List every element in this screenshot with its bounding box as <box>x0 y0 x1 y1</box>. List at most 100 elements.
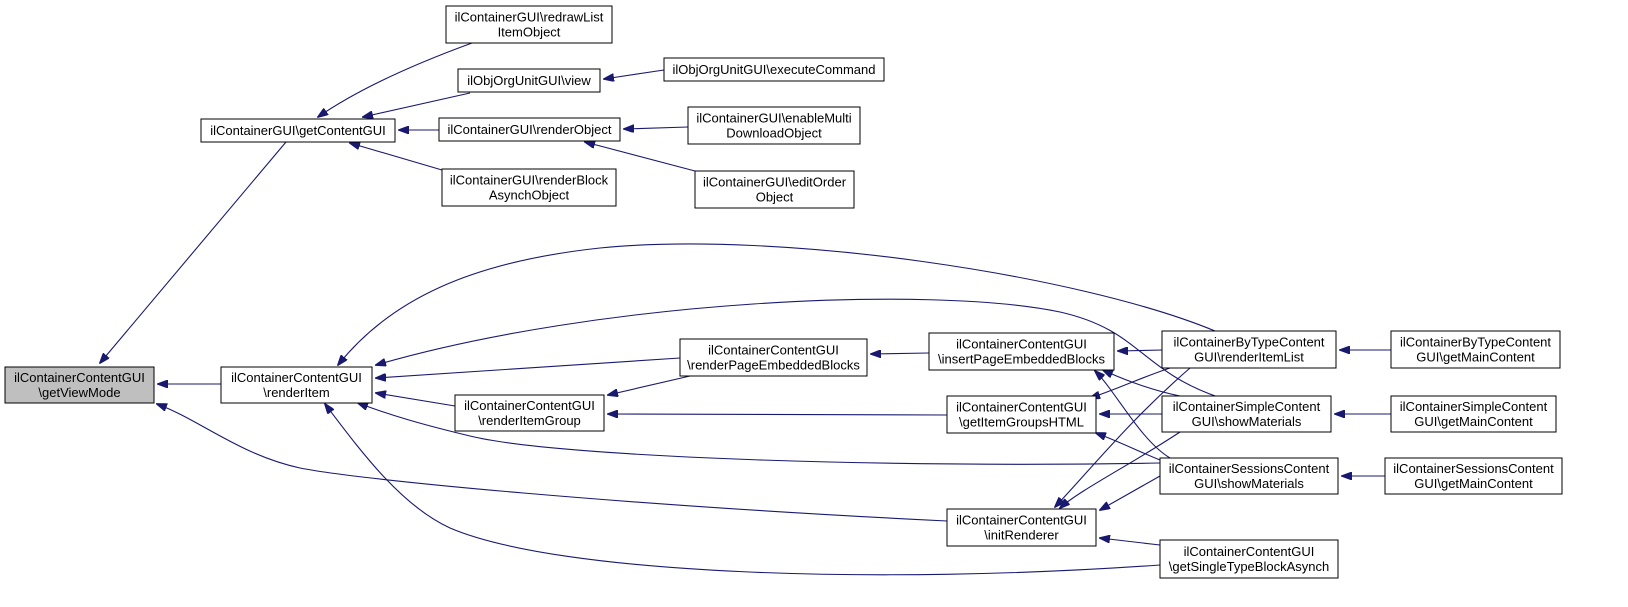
edge-executeCommand-to-orgUnitView <box>604 69 665 79</box>
node-box <box>1390 395 1557 433</box>
node-renderItemGroup[interactable]: ilContainerContentGUI\renderItemGroup <box>454 394 605 432</box>
edge-orgUnitView-to-getContentGUI <box>363 92 471 117</box>
node-label: ItemObject <box>498 25 561 40</box>
node-label: GUI\showMaterials <box>1192 414 1302 429</box>
edge-redrawListItemObject-to-getContentGUI <box>318 42 473 117</box>
edge-sessionsShowMaterials-to-insertPageEmbeddedBlocks <box>1095 371 1171 459</box>
node-label: \renderItemGroup <box>478 413 581 428</box>
edge-getSingleTypeBlockAsynch-to-renderItem <box>325 404 1161 576</box>
edge-sessionsShowMaterials-to-renderItem <box>358 403 1161 465</box>
node-box <box>1161 330 1337 369</box>
node-label: ilContainerSimpleContent <box>1173 399 1321 414</box>
edge-simpleShowMaterials-to-insertPageEmbeddedBlocks <box>1103 370 1181 397</box>
edges-layer <box>100 42 1391 576</box>
node-getItemGroupsHTML[interactable]: ilContainerContentGUI\getItemGroupsHTML <box>946 395 1097 434</box>
edge-byTypeRenderItemList-to-getItemGroupsHTML <box>1090 367 1171 398</box>
node-box <box>454 394 605 432</box>
node-orgUnitView[interactable]: ilObjOrgUnitGUI\view <box>457 68 601 93</box>
node-box <box>679 338 868 377</box>
node-box <box>1161 395 1332 433</box>
node-label: GUI\showMaterials <box>1194 476 1304 491</box>
edge-getItemGroupsHTML-to-renderItemGroup <box>608 414 948 415</box>
node-label: ilContainerGUI\renderBlock <box>450 173 609 188</box>
node-label: ilContainerContentGUI <box>956 513 1087 528</box>
edge-insertPageEmbeddedBlocks-to-renderPageEmbeddedBlocks <box>871 353 930 354</box>
node-initRenderer[interactable]: ilContainerContentGUI\initRenderer <box>946 508 1097 547</box>
node-getContentGUI[interactable]: ilContainerGUI\getContentGUI <box>200 118 396 143</box>
node-simpleGetMainContent[interactable]: ilContainerSimpleContentGUI\getMainConte… <box>1390 395 1557 433</box>
node-simpleShowMaterials[interactable]: ilContainerSimpleContentGUI\showMaterial… <box>1161 395 1332 433</box>
edge-byTypeRenderItemList-to-initRenderer <box>1055 367 1191 507</box>
node-label: ilContainerContentGUI <box>1184 544 1315 559</box>
edge-renderPageEmbeddedBlocks-to-renderItemGroup <box>608 375 691 395</box>
node-box <box>457 68 601 93</box>
node-renderItem[interactable]: ilContainerContentGUI\renderItem <box>220 366 373 404</box>
node-byTypeRenderItemList[interactable]: ilContainerByTypeContentGUI\renderItemLi… <box>1161 330 1337 369</box>
node-label: ilContainerSessionsContent <box>1393 461 1554 476</box>
node-byTypeGetMainContent[interactable]: ilContainerByTypeContentGUI\getMainConte… <box>1390 330 1561 369</box>
node-box <box>946 395 1097 434</box>
edge-sessionsShowMaterials-to-getItemGroupsHTML <box>1096 433 1161 461</box>
node-label: \initRenderer <box>984 528 1059 543</box>
edge-editOrderObject-to-renderObject <box>585 142 696 172</box>
node-executeCommand[interactable]: ilObjOrgUnitGUI\executeCommand <box>663 57 885 82</box>
node-box <box>663 57 885 82</box>
node-renderPageEmbeddedBlocks[interactable]: ilContainerContentGUI\renderPageEmbedded… <box>679 338 868 377</box>
node-label: ilObjOrgUnitGUI\executeCommand <box>672 62 875 77</box>
node-label: \insertPageEmbeddedBlocks <box>938 352 1105 367</box>
edge-enableMultiDownloadObject-to-renderObject <box>624 127 689 129</box>
node-label: DownloadObject <box>726 126 822 141</box>
node-label: ilContainerGUI\renderObject <box>447 122 611 137</box>
node-box <box>200 118 396 143</box>
edge-byTypeRenderItemList-to-renderItem <box>338 243 1216 365</box>
node-label: ilContainerContentGUI <box>14 370 145 385</box>
edge-initRenderer-to-getViewMode <box>157 404 948 522</box>
node-label: ilContainerContentGUI <box>464 398 595 413</box>
node-label: ilContainerGUI\editOrder <box>703 175 847 190</box>
node-label: ilContainerGUI\redrawList <box>455 10 604 25</box>
node-label: \getItemGroupsHTML <box>959 415 1084 430</box>
edge-getContentGUI-to-getViewMode <box>100 141 287 363</box>
node-label: \renderPageEmbeddedBlocks <box>687 358 860 373</box>
node-label: ilContainerContentGUI <box>708 343 839 358</box>
node-sessionsShowMaterials[interactable]: ilContainerSessionsContentGUI\showMateri… <box>1159 457 1339 495</box>
node-box <box>445 5 613 44</box>
edge-byTypeRenderItemList-to-insertPageEmbeddedBlocks <box>1118 350 1163 351</box>
node-box <box>1384 457 1563 495</box>
node-label: GUI\getMainContent <box>1414 476 1533 491</box>
node-label: GUI\renderItemList <box>1194 350 1304 365</box>
edge-renderBlockAsynchObject-to-getContentGUI <box>350 143 443 171</box>
node-label: AsynchObject <box>489 188 570 203</box>
node-label: Object <box>756 190 794 205</box>
node-label: GUI\getMainContent <box>1416 350 1535 365</box>
node-box <box>1159 539 1339 579</box>
node-label: ilContainerContentGUI <box>231 370 362 385</box>
edge-sessionsShowMaterials-to-initRenderer <box>1100 475 1161 510</box>
edge-renderItemGroup-to-renderItem <box>376 393 456 407</box>
node-renderObject[interactable]: ilContainerGUI\renderObject <box>438 117 621 142</box>
node-box <box>441 168 617 207</box>
node-label: ilObjOrgUnitGUI\view <box>467 73 591 88</box>
node-label: ilContainerContentGUI <box>956 337 1087 352</box>
node-box <box>694 170 855 209</box>
node-getViewMode[interactable]: ilContainerContentGUI\getViewMode <box>4 366 155 404</box>
node-box <box>928 332 1115 371</box>
node-box <box>438 117 621 142</box>
node-sessionsGetMainContent[interactable]: ilContainerSessionsContentGUI\getMainCon… <box>1384 457 1563 495</box>
nodes-layer: ilContainerContentGUI\getViewModeilConta… <box>4 5 1563 579</box>
node-box <box>687 106 861 145</box>
node-label: \getSingleTypeBlockAsynch <box>1169 559 1329 574</box>
node-getSingleTypeBlockAsynch[interactable]: ilContainerContentGUI\getSingleTypeBlock… <box>1159 539 1339 579</box>
node-label: ilContainerByTypeContent <box>1400 335 1551 350</box>
edge-simpleShowMaterials-to-renderItem <box>376 298 1219 398</box>
node-box <box>1390 330 1561 369</box>
node-box <box>4 366 155 404</box>
node-label: ilContainerByTypeContent <box>1173 335 1324 350</box>
node-box <box>946 508 1097 547</box>
node-insertPageEmbeddedBlocks[interactable]: ilContainerContentGUI\insertPageEmbedded… <box>928 332 1115 371</box>
